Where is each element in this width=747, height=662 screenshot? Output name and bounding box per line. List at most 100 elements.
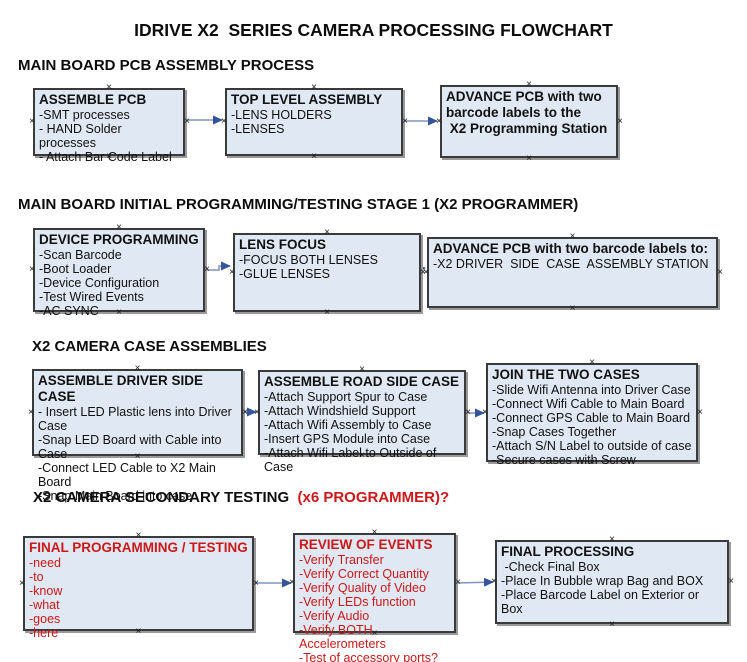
- connection-point-icon: ×: [29, 264, 35, 275]
- box-title: JOIN THE TWO CASES: [492, 367, 640, 382]
- connection-point-icon: ×: [436, 115, 442, 127]
- box-item: -Snap Main Board into case: [38, 489, 193, 503]
- flow-box-assemble-road-side-case: ASSEMBLE ROAD SIDE CASE -Attach Support …: [254, 365, 471, 475]
- connection-point-icon: ×: [242, 406, 248, 418]
- box-item: -Attach Windshield Support: [264, 404, 416, 418]
- box-item: -Connect Wifi Cable to Main Board: [492, 397, 685, 411]
- flow-box-final-programming-testing: FINAL PROGRAMMING / TESTING -need -to -k…: [19, 531, 259, 641]
- box-item: -Attach S/N Label to outside of case: [492, 439, 692, 453]
- connection-point-icon: ×: [465, 406, 471, 418]
- box-item: -need: [29, 556, 61, 570]
- flow-box-review-of-events: REVIEW OF EVENTS -Verify Transfer -Verif…: [289, 528, 461, 662]
- box-item: -Snap Cases Together: [492, 425, 617, 439]
- connection-point-icon: ×: [423, 266, 429, 278]
- box-item: -Place In Bubble wrap Bag and BOX: [501, 574, 704, 588]
- box-item: -Verify Transfer: [299, 553, 384, 567]
- box-item: -Connect LED Cable to X2 Main Board: [38, 461, 220, 489]
- flow-box-device-programming: DEVICE PROGRAMMING -Scan Barcode -Boot L…: [29, 223, 210, 319]
- box-item: -here: [29, 626, 59, 640]
- section-heading-secondary-testing: X2 CAMERA SECONDARY TESTING (x6 PROGRAMM…: [33, 489, 449, 506]
- box-item: -Device Configuration: [39, 276, 160, 290]
- connection-point-icon: ×: [253, 577, 259, 589]
- section-heading-red-part: (x6 PROGRAMMER)?: [293, 489, 450, 506]
- box-item: -goes: [29, 612, 61, 626]
- connection-point-icon: ×: [289, 577, 295, 588]
- box-item: -Snap LED Board with Cable into Case: [38, 433, 225, 461]
- box-item: -Verify Correct Quantity: [299, 567, 429, 581]
- box-item: -Attach Support Spur to Case: [264, 390, 428, 404]
- connection-point-icon: ×: [697, 406, 703, 418]
- box-item: -Test Wired Events: [39, 290, 144, 304]
- connection-point-icon: ×: [455, 577, 461, 588]
- connection-point-icon: ×: [28, 406, 34, 418]
- box-item: -Slide Wifi Antenna into Driver Case: [492, 383, 691, 397]
- connection-point-icon: ×: [29, 116, 35, 127]
- box-item: -Scan Barcode: [39, 248, 122, 262]
- box-item: -SMT processes: [39, 108, 130, 122]
- box-item: -Verify Audio: [299, 609, 370, 623]
- box-item: -Place Barcode Label on Exterior or Box: [501, 588, 703, 616]
- box-item: -X2 DRIVER SIDE CASE ASSEMBLY STATION: [433, 257, 709, 271]
- box-item: -FOCUS BOTH LENSES: [239, 253, 378, 267]
- box-item: -Verify Quality of Video: [299, 581, 426, 595]
- section-heading-pcb-assembly: MAIN BOARD PCB ASSEMBLY PROCESS: [18, 57, 315, 74]
- flow-box-final-processing: FINAL PROCESSING -Check Final Box -Place…: [491, 535, 734, 630]
- connection-point-icon: ×: [569, 303, 576, 314]
- section-heading-case-assemblies: X2 CAMERA CASE ASSEMBLIES: [32, 338, 267, 355]
- box-item: - Insert LED Plastic lens into Driver Ca…: [38, 405, 236, 433]
- box-item: -AC SYNC: [39, 304, 99, 318]
- connector-arrow-s2-a-b: [205, 261, 231, 271]
- box-item: -Verify LEDs function: [299, 595, 416, 609]
- connection-point-icon: ×: [617, 115, 623, 127]
- box-title: ASSEMBLE ROAD SIDE CASE: [264, 374, 460, 389]
- box-title: FINAL PROCESSING: [501, 544, 635, 559]
- box-item: -GLUE LENSES: [239, 267, 331, 281]
- connection-point-icon: ×: [254, 406, 260, 418]
- box-title: TOP LEVEL ASSEMBLY: [231, 92, 383, 107]
- connection-point-icon: ×: [311, 151, 317, 162]
- connection-point-icon: ×: [184, 116, 190, 127]
- flow-box-join-the-two-cases: JOIN THE TWO CASES -Slide Wifi Antenna i…: [482, 358, 703, 468]
- box-item: -Attach Wifi Label to Outside of Case: [264, 446, 440, 474]
- connection-point-icon: ×: [402, 116, 408, 127]
- section-heading-black-part: X2 CAMERA SECONDARY TESTING: [33, 489, 294, 506]
- connection-point-icon: ×: [717, 266, 723, 278]
- box-item: -Secure cases with Screw: [492, 453, 636, 467]
- flow-box-top-level-assembly: TOP LEVEL ASSEMBLY -LENS HOLDERS -LENSES…: [221, 83, 408, 162]
- box-item: -Insert GPS Module into Case: [264, 432, 431, 446]
- flow-box-advance-pcb-to-programming-station: ADVANCE PCB with two barcode labels to t…: [436, 80, 623, 164]
- connection-point-icon: ×: [229, 266, 235, 278]
- section-heading-initial-programming: MAIN BOARD INITIAL PROGRAMMING/TESTING S…: [18, 196, 579, 213]
- box-item: -Boot Loader: [39, 262, 112, 276]
- box-item: -what: [29, 598, 60, 612]
- flow-box-lens-focus: LENS FOCUS -FOCUS BOTH LENSES -GLUE LENS…: [229, 228, 426, 318]
- box-item: -Check Final Box: [501, 560, 600, 574]
- flow-box-assemble-driver-side-case: ASSEMBLE DRIVER SIDE CASE - Insert LED P…: [28, 364, 248, 504]
- box-item: -LENSES: [231, 122, 285, 136]
- connection-point-icon: ×: [420, 266, 426, 278]
- box-title: LENS FOCUS: [239, 237, 327, 252]
- box-title: ASSEMBLE DRIVER SIDE CASE: [38, 373, 207, 404]
- box-item: -LENS HOLDERS: [231, 108, 332, 122]
- box-item: -Verify BOTH Accelerometers: [299, 623, 386, 651]
- box-title: ASSEMBLE PCB: [39, 92, 147, 107]
- connection-point-icon: ×: [728, 576, 734, 587]
- box-item: - Attach Bar Code Label: [39, 150, 172, 164]
- box-title: DEVICE PROGRAMMING: [39, 232, 199, 247]
- connection-point-icon: ×: [491, 576, 497, 587]
- box-item: -Connect GPS Cable to Main Board: [492, 411, 691, 425]
- connection-point-icon: ×: [482, 406, 488, 418]
- box-item: -Test of accessory ports?: [299, 651, 438, 662]
- page-title: IDRIVE X2 SERIES CAMERA PROCESSING FLOWC…: [134, 20, 613, 40]
- box-item: -know: [29, 584, 63, 598]
- connector-arrow-s4-b-c: [457, 577, 494, 587]
- connection-point-icon: ×: [204, 264, 210, 275]
- connection-point-icon: ×: [526, 153, 532, 164]
- connection-point-icon: ×: [221, 116, 227, 127]
- flow-box-advance-pcb-to-driver-side-station: ADVANCE PCB with two barcode labels to: …: [423, 232, 723, 314]
- box-title: ADVANCE PCB with two barcode labels to t…: [446, 89, 608, 136]
- connection-point-icon: ×: [609, 619, 615, 630]
- connection-point-icon: ×: [324, 307, 330, 318]
- box-title: FINAL PROGRAMMING / TESTING: [29, 540, 248, 555]
